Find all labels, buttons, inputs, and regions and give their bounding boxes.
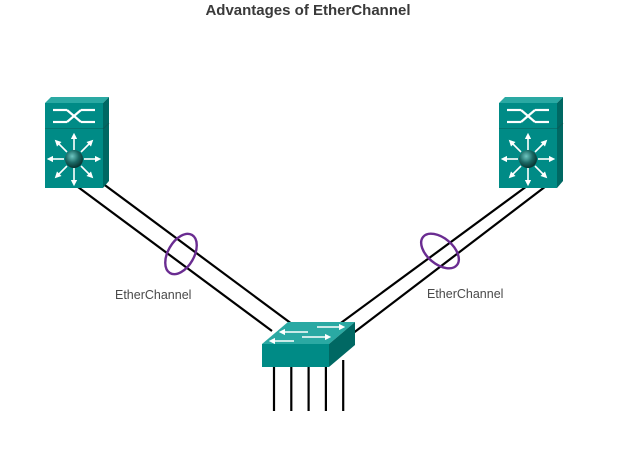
access-switch[interactable] — [262, 322, 355, 367]
etherchannel-ring-left[interactable] — [159, 228, 204, 279]
link-bundle-right — [333, 182, 551, 335]
link-left-1[interactable] — [77, 186, 273, 332]
link-left-2[interactable] — [101, 182, 297, 328]
multilayer-switch-left[interactable] — [45, 97, 110, 188]
etherchannel-ring-right[interactable] — [415, 227, 465, 275]
access-ports — [272, 360, 345, 411]
diagram-title: Advantages of EtherChannel — [205, 2, 411, 19]
link-right-1[interactable] — [333, 185, 528, 329]
link-bundle-left — [77, 182, 297, 332]
multilayer-switch-icon — [45, 97, 110, 188]
multilayer-switch-icon — [499, 97, 564, 188]
workgroup-switch-icon — [262, 322, 355, 367]
link-right-2[interactable] — [351, 182, 551, 335]
etherchannel-label-right: EtherChannel — [427, 287, 503, 301]
multilayer-switch-right[interactable] — [499, 97, 564, 188]
etherchannel-label-left: EtherChannel — [115, 288, 191, 302]
